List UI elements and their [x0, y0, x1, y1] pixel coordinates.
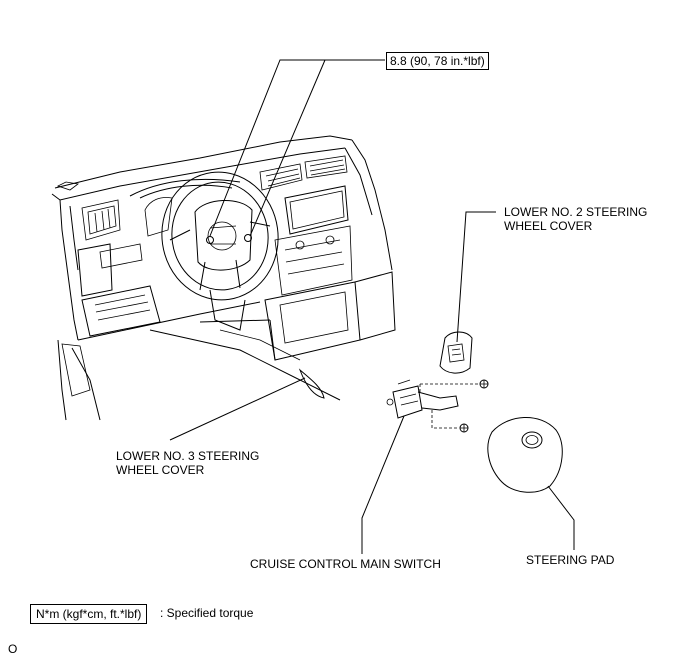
cruise-switch-label: CRUISE CONTROL MAIN SWITCH	[250, 557, 441, 571]
lower-no2-label-line1: LOWER NO. 2 STEERING	[504, 205, 648, 219]
legend-description: : Specified torque	[160, 606, 254, 620]
legend-unit-box: N*m (kgf*cm, ft.*lbf)	[30, 604, 148, 624]
leader-lines	[169, 59, 575, 554]
steering-pad-part	[487, 417, 563, 493]
dashboard-illustration	[51, 135, 396, 421]
cruise-switch-part	[386, 379, 459, 419]
lower-no2-cover-part	[439, 331, 473, 374]
switch-screws	[419, 379, 489, 433]
lower-no3-label-line2: WHEEL COVER	[116, 463, 205, 477]
torque-callout: 8.8 (90, 78 in.*lbf)	[386, 52, 489, 70]
lower-no3-label-line1: LOWER NO. 3 STEERING	[116, 449, 260, 463]
footer-code: O	[8, 642, 18, 656]
lower-no2-label-line2: WHEEL COVER	[504, 219, 593, 233]
steering-pad-label: STEERING PAD	[526, 553, 615, 567]
